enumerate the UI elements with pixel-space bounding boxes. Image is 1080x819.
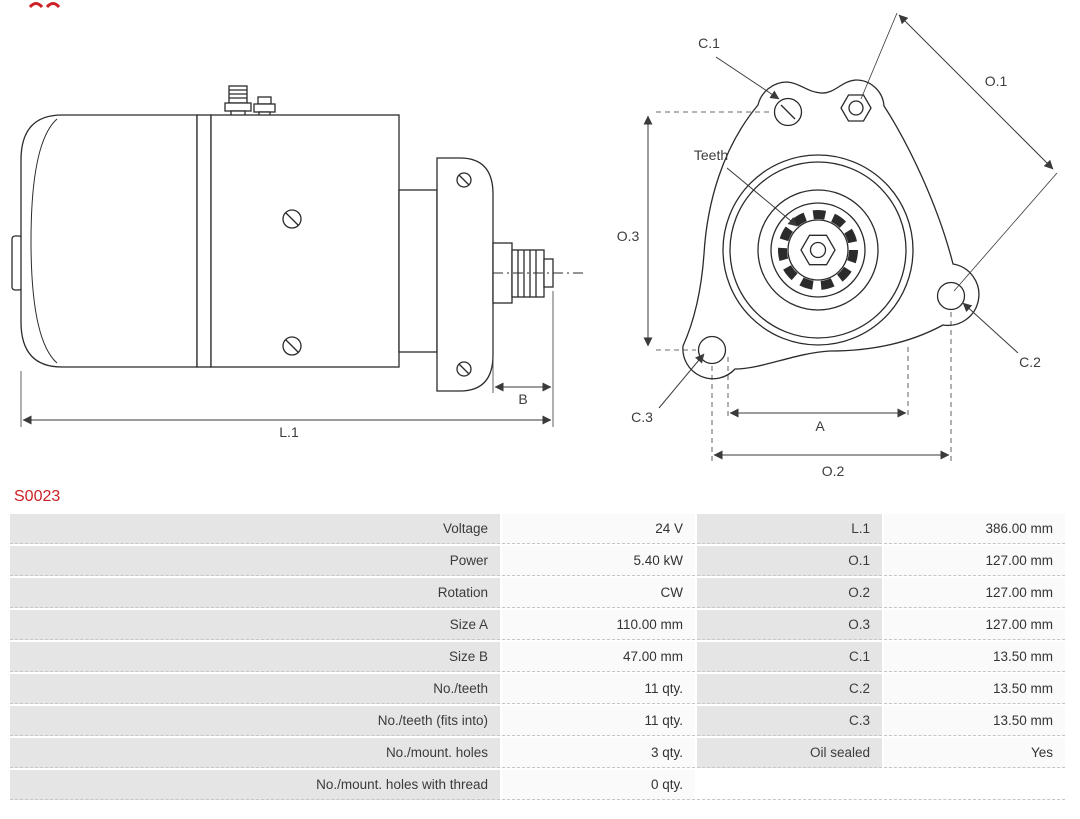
dim-label-c2: C.2 xyxy=(1019,354,1041,370)
table-row: No./teeth (fits into) 11 qty. C.3 13.50 … xyxy=(10,706,1065,736)
dim-label-a: A xyxy=(815,418,825,434)
spec-value: 13.50 mm xyxy=(884,642,1065,672)
technical-diagram: B L.1 xyxy=(11,2,1058,479)
spec-label: C.2 xyxy=(697,674,882,704)
side-view-dimensions xyxy=(20,291,554,427)
mounting-flange xyxy=(436,157,494,392)
spec-value: 5.40 kW xyxy=(502,546,695,576)
spec-value xyxy=(884,770,1065,800)
spec-value: 47.00 mm xyxy=(502,642,695,672)
spec-label: Size A xyxy=(10,610,500,640)
front-view-dimensions xyxy=(643,12,1058,461)
dim-label-o3: O.3 xyxy=(617,228,640,244)
table-row: Rotation CW O.2 127.00 mm xyxy=(10,578,1065,608)
spec-value: 11 qty. xyxy=(502,706,695,736)
spec-value: 24 V xyxy=(502,514,695,544)
mount-hole-c2 xyxy=(936,281,966,311)
table-row: No./mount. holes with thread 0 qty. xyxy=(10,770,1065,800)
spec-label: Voltage xyxy=(10,514,500,544)
spec-value: 110.00 mm xyxy=(502,610,695,640)
side-view-drawing xyxy=(11,85,585,392)
spec-value: 127.00 mm xyxy=(884,578,1065,608)
spec-label: No./mount. holes with thread xyxy=(10,770,500,800)
front-view-drawing xyxy=(682,79,980,380)
spec-label xyxy=(697,770,882,800)
table-row: Voltage 24 V L.1 386.00 mm xyxy=(10,514,1065,544)
spec-value: 13.50 mm xyxy=(884,706,1065,736)
table-row: Size B 47.00 mm C.1 13.50 mm xyxy=(10,642,1065,672)
pinion-gear xyxy=(511,249,545,298)
spec-label: Oil sealed xyxy=(697,738,882,768)
mount-hole-c3 xyxy=(697,335,727,365)
spec-value: 127.00 mm xyxy=(884,610,1065,640)
spec-label: No./mount. holes xyxy=(10,738,500,768)
spec-label: L.1 xyxy=(697,514,882,544)
spec-label: O.3 xyxy=(697,610,882,640)
spec-value: 127.00 mm xyxy=(884,546,1065,576)
dim-label-o2: O.2 xyxy=(822,463,845,479)
table-row: Size A 110.00 mm O.3 127.00 mm xyxy=(10,610,1065,640)
spec-value: CW xyxy=(502,578,695,608)
dim-label-b: B xyxy=(518,391,527,407)
gear-teeth xyxy=(778,210,858,290)
spec-label: C.3 xyxy=(697,706,882,736)
spec-label: Size B xyxy=(10,642,500,672)
spec-label: No./teeth xyxy=(10,674,500,704)
specs-table: Voltage 24 V L.1 386.00 mm Power 5.40 kW… xyxy=(8,512,1067,802)
dim-label-o1: O.1 xyxy=(985,73,1008,89)
spec-label: O.1 xyxy=(697,546,882,576)
dim-label-c1: C.1 xyxy=(698,35,720,51)
spec-label: No./teeth (fits into) xyxy=(10,706,500,736)
dim-label-l1: L.1 xyxy=(279,424,299,440)
spec-value: 11 qty. xyxy=(502,674,695,704)
spec-value: 0 qty. xyxy=(502,770,695,800)
dim-label-teeth: Teeth xyxy=(694,147,728,163)
motor-body xyxy=(20,114,198,368)
table-row: Power 5.40 kW O.1 127.00 mm xyxy=(10,546,1065,576)
spec-label: C.1 xyxy=(697,642,882,672)
spec-label: O.2 xyxy=(697,578,882,608)
table-row: No./teeth 11 qty. C.2 13.50 mm xyxy=(10,674,1065,704)
spec-label: Rotation xyxy=(10,578,500,608)
spec-label: Power xyxy=(10,546,500,576)
spec-value: 13.50 mm xyxy=(884,674,1065,704)
logo-fragment xyxy=(28,2,61,9)
table-row: No./mount. holes 3 qty. Oil sealed Yes xyxy=(10,738,1065,768)
spec-value: Yes xyxy=(884,738,1065,768)
spec-value: 3 qty. xyxy=(502,738,695,768)
dim-label-c3: C.3 xyxy=(631,409,653,425)
part-number: S0023 xyxy=(14,488,61,505)
spec-value: 386.00 mm xyxy=(884,514,1065,544)
terminal-studs xyxy=(224,85,276,118)
